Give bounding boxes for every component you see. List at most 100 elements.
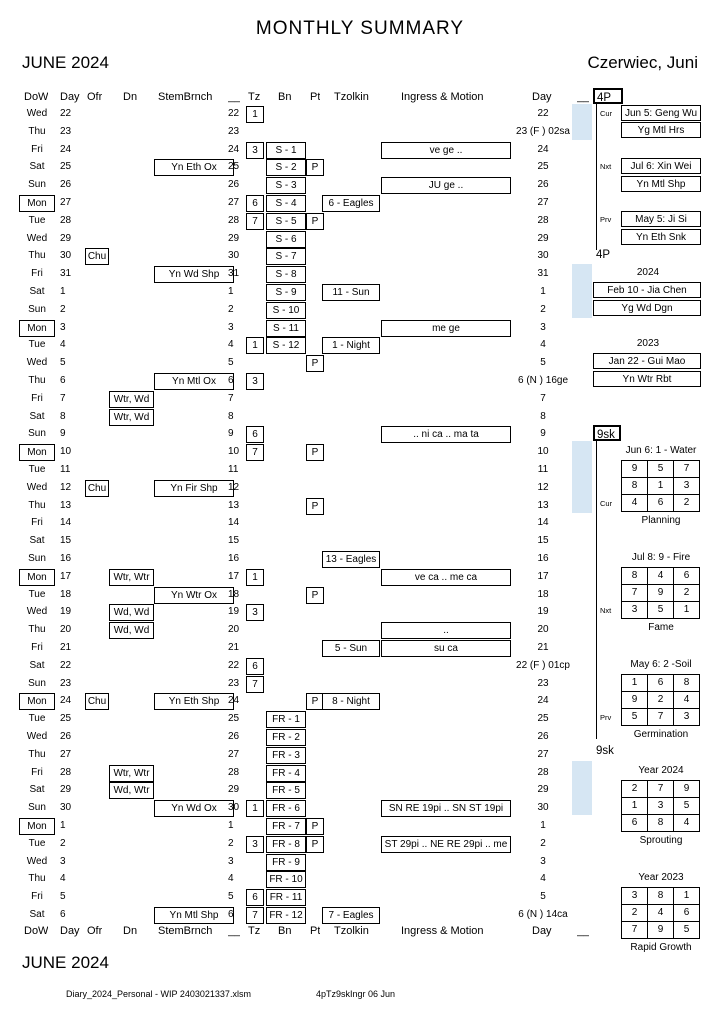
row-day2: 18 (537, 588, 549, 600)
row-dow: Sun (28, 677, 46, 689)
column-header-bn: Bn (278, 91, 292, 103)
cur-month-animal: Yg Mtl Hrs (621, 122, 701, 138)
row-d2: 24 (228, 695, 240, 707)
row-dow: Sat (29, 784, 45, 796)
row-dow: Fri (31, 392, 43, 404)
row-d2: 25 (228, 161, 240, 173)
row-d2: 1 (228, 286, 234, 297)
row-dn: Wd, Wd (109, 604, 154, 622)
square-y23-cell: 6 (673, 904, 700, 922)
row-d2: 12 (228, 481, 240, 493)
row-stem: Yn Eth Ox (154, 159, 234, 177)
row-dn: Wtr, Wtr (109, 764, 154, 782)
row-dow: Fri (31, 517, 43, 529)
column-header-tzolkin: Tzolkin (334, 925, 369, 937)
row-day2: 6 (N ) 16ge (517, 375, 569, 386)
row-day: 24 (60, 695, 72, 707)
square-nxt-cell: 7 (621, 584, 648, 602)
square-y24-cell: 5 (673, 797, 700, 815)
row-day2: 25 (537, 161, 549, 173)
square-cur-cell: 5 (647, 460, 674, 478)
row-tz: 1 (246, 800, 264, 818)
square-nxt-cell: 2 (673, 584, 700, 602)
square-nxt-name: Fame (648, 622, 674, 633)
row-ingress: .. (381, 622, 511, 640)
row-dow: Thu (28, 375, 46, 386)
row-day2: 20 (537, 624, 549, 636)
row-d2: 23 (228, 677, 240, 689)
row-day: 4 (60, 339, 66, 351)
prv-month-animal: Yn Eth Snk (621, 229, 701, 245)
square-cur-cell: 2 (673, 494, 700, 512)
row-day: 1 (60, 820, 66, 831)
row-dow: Sat (29, 286, 45, 297)
row-dow: Tue (28, 214, 46, 226)
sq-nxt-label: Nxt (600, 606, 612, 615)
row-bn: S - 12 (266, 337, 306, 355)
row-dow: Thu (28, 125, 46, 137)
square-prv-cell: 9 (621, 691, 648, 709)
row-d2: 6 (228, 375, 234, 386)
nxt-month-pillar: Jul 6: Xin Wei (621, 158, 701, 174)
row-dow: Thu (28, 624, 46, 636)
row-dow: Fri (31, 143, 43, 155)
column-header-dn: Dn (123, 925, 138, 937)
row-day: 15 (60, 535, 72, 547)
square-y24-title: Year 2024 (638, 765, 684, 776)
square-y24-cell: 2 (621, 780, 648, 798)
column-header-tzolkin: Tzolkin (334, 91, 369, 103)
footer-month: JUNE 2024 (22, 953, 109, 972)
row-tz: 1 (246, 337, 264, 355)
row-day: 29 (60, 784, 72, 796)
row-dow: Thu (28, 748, 46, 760)
row-ingress: me ge (381, 319, 511, 337)
row-day2: 5 (540, 357, 546, 369)
row-day: 14 (60, 517, 72, 529)
year-2023-pillar: Jan 22 - Gui Mao (593, 353, 701, 369)
row-dow: Sun (28, 179, 46, 191)
row-d2: 5 (228, 357, 234, 369)
row-day: 22 (60, 108, 72, 119)
square-y23-cell: 9 (647, 921, 674, 939)
row-d2: 19 (228, 606, 240, 618)
row-tz: 3 (246, 835, 264, 853)
row-tzolkin: 11 - Sun (322, 284, 380, 301)
prv-label: Prv (600, 215, 612, 224)
row-day: 19 (60, 606, 72, 618)
sq-cur-label: Cur (600, 499, 613, 508)
row-day: 6 (60, 375, 66, 386)
nxt-month-animal: Yn Mtl Shp (621, 176, 701, 192)
row-bn: S - 5 (266, 212, 306, 230)
row-ingress: SN RE 19pi .. SN ST 19pi (381, 800, 511, 818)
row-d2: 22 (228, 659, 240, 671)
year-2024-pillar: Feb 10 - Jia Chen (593, 282, 701, 298)
row-dow: Fri (31, 268, 43, 280)
row-tz: 3 (246, 373, 264, 390)
row-tz: 7 (246, 444, 264, 462)
row-d2: 28 (228, 214, 240, 226)
label-4p: 4P (596, 249, 611, 261)
row-ingress: ST 29pi .. NE RE 29pi .. me (381, 835, 511, 853)
row-day: 21 (60, 642, 72, 653)
square-y23-title: Year 2023 (638, 872, 684, 883)
row-d2: 3 (228, 321, 234, 333)
square-cur-cell: 1 (647, 477, 674, 495)
row-tz: 6 (246, 889, 264, 907)
column-header-day2: Day (532, 91, 552, 103)
row-d2: 10 (228, 446, 240, 458)
row-bn: S - 3 (266, 177, 306, 195)
row-bn: S - 4 (266, 195, 306, 212)
row-d2: 6 (228, 909, 234, 920)
cur-month-pillar: Jun 5: Geng Wu (621, 105, 701, 121)
square-prv-cell: 5 (621, 708, 648, 726)
row-stem: Yn Wd Ox (154, 800, 234, 818)
column-header-blank: __ (228, 91, 241, 103)
row-day: 25 (60, 713, 72, 725)
column-header-blank: __ (228, 925, 241, 937)
row-tz: 1 (246, 568, 264, 586)
row-bn: FR - 8 (266, 835, 306, 853)
row-dow: Wed (26, 606, 48, 618)
row-day: 3 (60, 321, 66, 333)
square-nxt-cell: 6 (673, 567, 700, 585)
row-tz: 3 (246, 604, 264, 622)
